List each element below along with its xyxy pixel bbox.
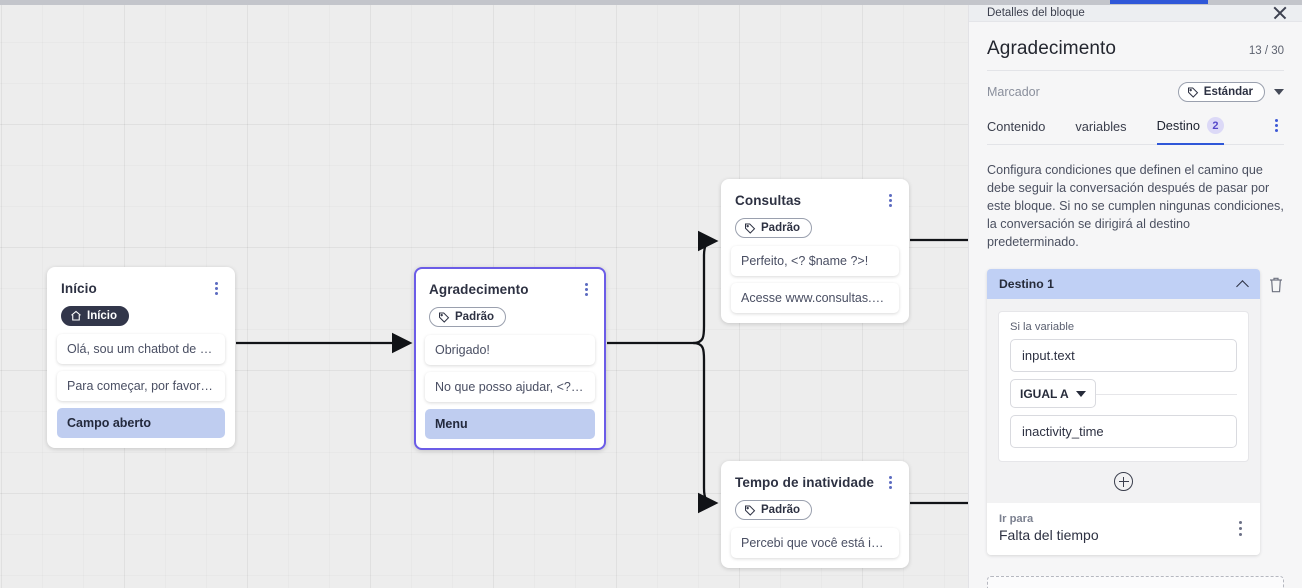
tab-label: Contenido xyxy=(987,119,1046,134)
node-tag-label: Padrão xyxy=(761,222,800,234)
goto-value[interactable]: Falta del tiempo xyxy=(999,527,1099,543)
destination-card: Destino 1 Si la variable input.text IGUA… xyxy=(987,269,1260,555)
node-message[interactable]: Obrigado! xyxy=(425,335,595,365)
marker-value-chip[interactable]: Estándar xyxy=(1177,82,1265,102)
destination-header[interactable]: Destino 1 xyxy=(987,269,1260,299)
node-tag-label: Padrão xyxy=(761,504,800,516)
panel-body: Agradecimento 13 / 30 Marcador Estándar … xyxy=(969,22,1302,588)
top-progress-rail xyxy=(0,0,1302,5)
node-tag-padrao[interactable]: Padrão xyxy=(429,307,506,327)
chevron-down-icon xyxy=(1075,390,1086,397)
flow-canvas[interactable]: Início Início Olá, sou um chatbot de tes… xyxy=(0,0,968,588)
chevron-down-icon[interactable] xyxy=(1274,89,1284,95)
node-message-highlighted[interactable]: Campo aberto xyxy=(57,408,225,438)
tabs-overflow-menu-icon[interactable] xyxy=(1268,119,1284,144)
node-message-list: Obrigado! No que posso ajudar, <? $name … xyxy=(416,331,604,439)
node-header: Início Início xyxy=(48,268,234,327)
panel-header: Detalles del bloque xyxy=(969,0,1302,22)
node-header: Tempo de inatividade Padrão xyxy=(722,462,908,521)
plus-circle-icon[interactable] xyxy=(1114,472,1133,491)
node-badge-row: Início xyxy=(61,306,221,327)
marker-row: Marcador Estándar xyxy=(987,71,1284,112)
node-tag-padrao[interactable]: Padrão xyxy=(735,500,812,520)
tag-icon xyxy=(1187,87,1198,98)
node-message-list: Perfeito, <? $name ?>! Acesse www.consul… xyxy=(722,242,908,313)
node-message[interactable]: Acesse www.consultas.com par... xyxy=(731,283,899,313)
chevron-up-icon[interactable] xyxy=(1237,279,1248,290)
flow-node-agradecimento[interactable]: Agradecimento Padrão Obrigado! No que po… xyxy=(414,267,606,450)
tab-contenido[interactable]: Contenido xyxy=(987,114,1045,145)
add-destination-button[interactable]: Agregar destino xyxy=(987,576,1284,588)
goto-label: Ir para xyxy=(999,513,1034,525)
character-counter: 13 / 30 xyxy=(1248,45,1284,57)
tab-label: Destino xyxy=(1156,118,1200,133)
node-title: Consultas xyxy=(735,193,802,208)
node-message[interactable]: Percebi que você está inativo. C... xyxy=(731,528,899,558)
tab-label: variables xyxy=(1075,119,1127,134)
panel-description: Configura condiciones que definen el cam… xyxy=(987,163,1284,249)
top-progress-fill xyxy=(1110,0,1208,4)
variable-input[interactable]: input.text xyxy=(1010,339,1237,372)
operator-select[interactable]: IGUAL A xyxy=(1010,379,1096,408)
node-menu-icon[interactable] xyxy=(882,474,898,490)
panel-tabs: Contenido variables Destino 2 xyxy=(987,112,1284,145)
node-tag-label: Início xyxy=(87,310,118,322)
node-message[interactable]: Para começar, por favor digite o ... xyxy=(57,371,225,401)
node-badge-row: Padrão xyxy=(735,218,895,239)
node-header: Consultas Padrão xyxy=(722,180,908,239)
node-menu-icon[interactable] xyxy=(882,192,898,208)
trash-icon[interactable] xyxy=(1268,276,1284,294)
node-badge-row: Padrão xyxy=(735,500,895,521)
tag-icon xyxy=(745,505,756,516)
node-message-highlighted[interactable]: Menu xyxy=(425,409,595,439)
node-tag-inicio[interactable]: Início xyxy=(61,306,130,326)
tab-variables[interactable]: variables xyxy=(1075,114,1126,145)
node-menu-icon[interactable] xyxy=(208,280,224,296)
condition-box: Si la variable input.text IGUAL A inacti… xyxy=(998,311,1249,462)
add-condition-row xyxy=(987,462,1260,503)
flow-node-consultas[interactable]: Consultas Padrão Perfeito, <? $name ?>! … xyxy=(721,179,909,323)
goto-section: Ir para Falta del tiempo xyxy=(987,503,1260,555)
tab-destino[interactable]: Destino 2 xyxy=(1156,112,1224,145)
destination-section: Destino 1 Si la variable input.text IGUA… xyxy=(987,269,1284,555)
node-tag-padrao[interactable]: Padrão xyxy=(735,218,812,238)
destination-title: Destino 1 xyxy=(999,277,1054,291)
node-message[interactable]: Perfeito, <? $name ?>! xyxy=(731,246,899,276)
flow-node-inicio[interactable]: Início Início Olá, sou um chatbot de tes… xyxy=(47,267,235,448)
tag-icon xyxy=(439,312,450,323)
operator-label: IGUAL A xyxy=(1020,386,1069,401)
node-title: Início xyxy=(61,281,97,296)
node-message-list: Percebi que você está inativo. C... xyxy=(722,524,908,558)
close-icon[interactable] xyxy=(1272,5,1288,21)
goto-text-column: Ir para Falta del tiempo xyxy=(999,513,1232,543)
node-badge-row: Padrão xyxy=(429,307,591,328)
node-menu-icon[interactable] xyxy=(578,281,594,297)
page-title: Agradecimento xyxy=(987,38,1117,59)
condition-label: Si la variable xyxy=(1010,321,1075,333)
compare-value-input[interactable]: inactivity_time xyxy=(1010,415,1237,448)
goto-menu-icon[interactable] xyxy=(1232,521,1248,539)
node-title: Agradecimento xyxy=(429,282,529,297)
divider xyxy=(1010,394,1237,395)
flow-node-inatividade[interactable]: Tempo de inatividade Padrão Percebi que … xyxy=(721,461,909,568)
block-details-panel: Detalles del bloque Agradecimento 13 / 3… xyxy=(968,0,1302,588)
node-tag-label: Padrão xyxy=(455,311,494,323)
node-message[interactable]: No que posso ajudar, <? $name ... xyxy=(425,372,595,402)
tag-icon xyxy=(745,223,756,234)
marker-label: Marcador xyxy=(987,85,1040,99)
marker-value-label: Estándar xyxy=(1203,86,1253,98)
node-header: Agradecimento Padrão xyxy=(416,269,604,328)
operator-row: IGUAL A xyxy=(1010,379,1237,409)
panel-header-title: Detalles del bloque xyxy=(987,7,1085,19)
node-title: Tempo de inatividade xyxy=(735,475,875,490)
block-title-row: Agradecimento 13 / 30 xyxy=(987,22,1284,71)
home-icon xyxy=(71,310,81,321)
node-message-list: Olá, sou um chatbot de teste! Para começ… xyxy=(48,330,234,438)
tab-count-badge: 2 xyxy=(1206,117,1224,134)
node-message[interactable]: Olá, sou um chatbot de teste! xyxy=(57,334,225,364)
